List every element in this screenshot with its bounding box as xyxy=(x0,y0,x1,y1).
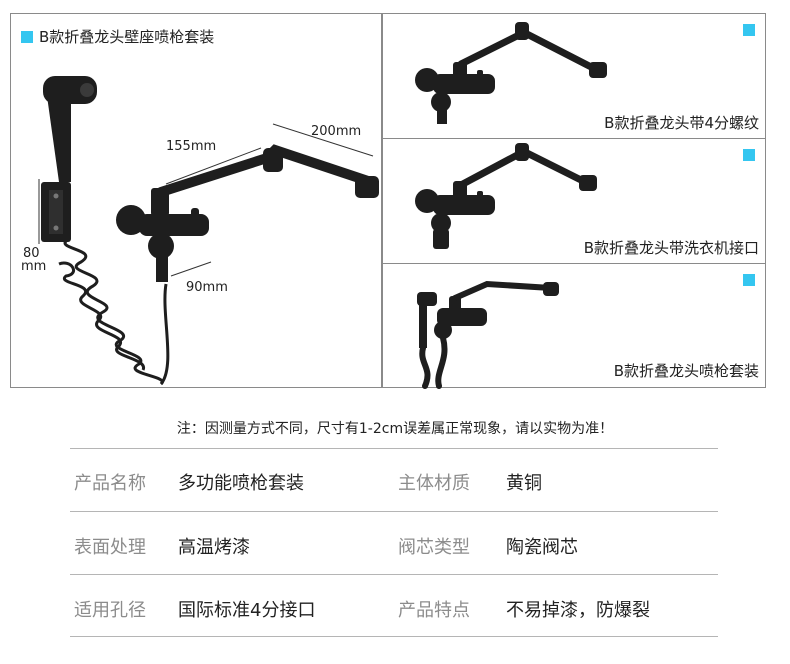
faucet-spraygun-illustration xyxy=(417,280,559,389)
spray-gun-icon xyxy=(43,76,97,182)
dimension-200-label: 200mm xyxy=(311,124,362,139)
spec-value-valve-core: 陶瓷阀芯 xyxy=(506,537,578,558)
side-panel-washer-title: B款折叠龙头带洗衣机接口 xyxy=(583,239,759,257)
dimension-80-value: 80 xyxy=(23,246,40,261)
wall-bracket-icon xyxy=(41,182,71,242)
side-panel-thread: B款折叠龙头带4分螺纹 xyxy=(382,13,766,139)
spec-key-product-name: 产品名称 xyxy=(74,473,146,494)
side-panel-spraygun-title: B款折叠龙头喷枪套装 xyxy=(613,362,759,380)
main-panel-title: B款折叠龙头壁座喷枪套装 xyxy=(39,28,215,46)
faucet-washer-illustration xyxy=(415,143,597,249)
accent-square xyxy=(743,24,755,36)
table-divider xyxy=(70,448,718,449)
main-product-panel: B款折叠龙头壁座喷枪套装 xyxy=(10,13,382,388)
spec-key-features: 产品特点 xyxy=(398,600,470,621)
dimension-90-label: 90mm xyxy=(186,280,228,295)
spec-value-product-name: 多功能喷枪套装 xyxy=(178,473,304,494)
spec-value-aperture: 国际标准4分接口 xyxy=(178,600,316,621)
faucet-spray-gun-illustration xyxy=(38,76,379,386)
coiled-hose-icon xyxy=(58,237,170,386)
spec-key-valve-core: 阀芯类型 xyxy=(398,537,470,558)
spec-value-features: 不易掉漆，防爆裂 xyxy=(506,600,650,621)
dimension-lines xyxy=(38,123,374,277)
side-panel-thread-title: B款折叠龙头带4分螺纹 xyxy=(604,114,759,132)
table-divider xyxy=(70,574,718,575)
table-divider xyxy=(70,511,718,512)
faucet-body-icon xyxy=(116,188,209,282)
spec-value-material: 黄铜 xyxy=(506,473,542,494)
spec-key-material: 主体材质 xyxy=(398,473,470,494)
side-panel-washer: B款折叠龙头带洗衣机接口 xyxy=(382,138,766,264)
faucet-thread-illustration xyxy=(415,22,607,124)
spec-key-aperture: 适用孔径 xyxy=(74,600,146,621)
accent-square xyxy=(743,149,755,161)
spec-key-surface: 表面处理 xyxy=(74,537,146,558)
measurement-note: 注：因测量方式不同，尺寸有1-2cm误差属正常现象，请以实物为准！ xyxy=(176,421,614,437)
spec-value-surface: 高温烤漆 xyxy=(178,537,250,558)
accent-square xyxy=(21,31,33,43)
dimension-155-label: 155mm xyxy=(166,139,217,154)
side-panel-spraygun: B款折叠龙头喷枪套装 xyxy=(382,263,766,389)
table-divider xyxy=(70,636,718,637)
accent-square xyxy=(743,274,755,286)
dimension-80-unit: mm xyxy=(21,259,47,274)
